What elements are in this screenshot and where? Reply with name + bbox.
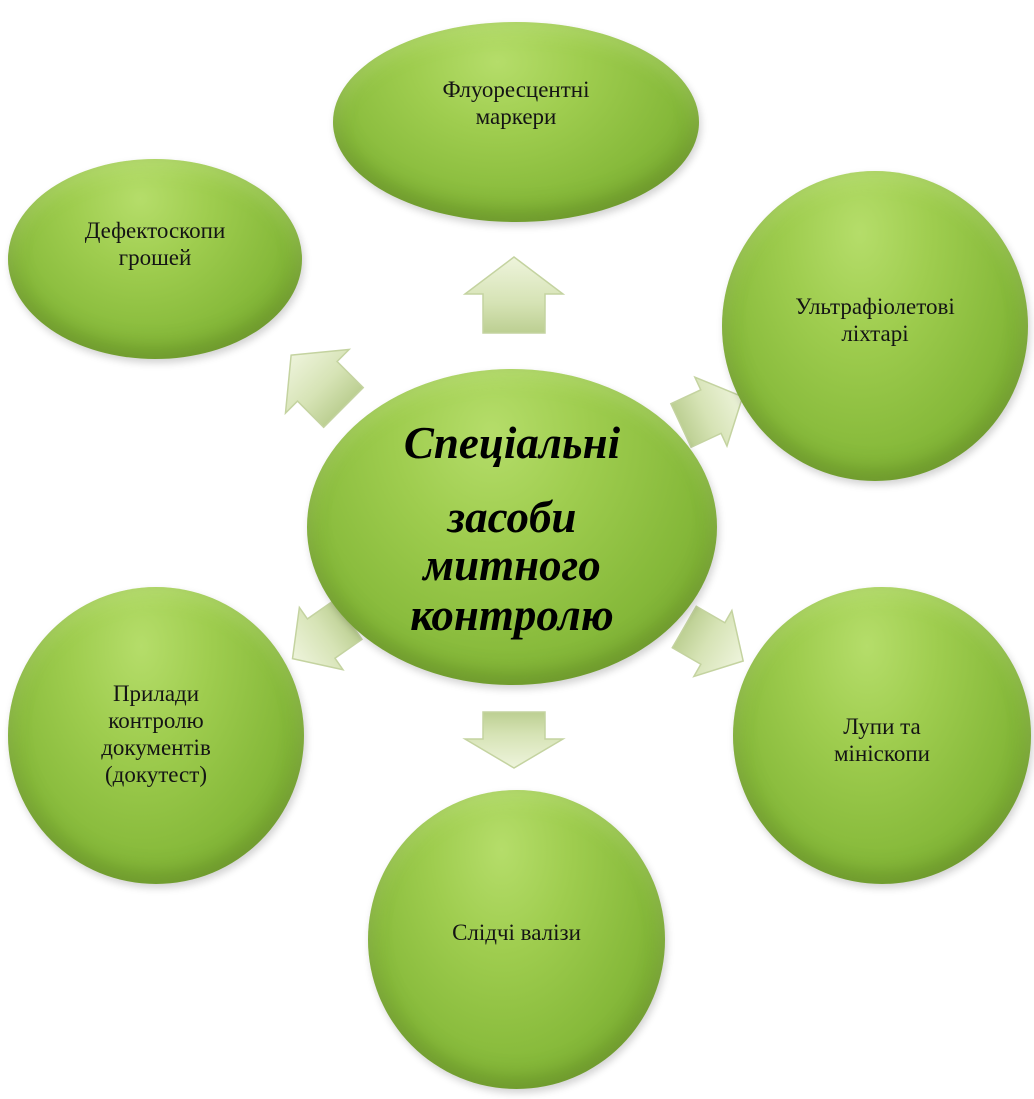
node-uv-flashlights: Ультрафіолетові ліхтарі	[722, 171, 1028, 481]
arrow-to-cases	[462, 711, 566, 769]
central-node: Спеціальні засоби митного контролю	[307, 369, 717, 685]
node-loupes-miniscopes: Лупи та мініскопи	[733, 587, 1031, 884]
node-label: Лупи та мініскопи	[834, 713, 930, 766]
node-label: Дефектоскопи грошей	[84, 218, 226, 270]
center-title-line-3: митного	[423, 540, 601, 590]
node-document-control-devices: Прилади контролю документів (докутест)	[8, 587, 304, 884]
node-label: Прилади контролю документів (докутест)	[101, 680, 211, 787]
arrow-to-markers	[462, 256, 566, 334]
node-label: Слідчі валізи	[452, 920, 581, 945]
center-title-line-4: контролю	[410, 590, 614, 640]
node-label: Ультрафіолетові ліхтарі	[795, 294, 955, 346]
center-title-line-2: засоби	[447, 492, 577, 542]
node-money-detectors: Дефектоскопи грошей	[8, 159, 302, 359]
node-label: Флуоресцентні маркери	[442, 77, 590, 129]
center-title-line-1: Спеціальні	[403, 418, 621, 468]
node-investigative-cases: Слідчі валізи	[368, 790, 665, 1089]
node-fluorescent-markers: Флуоресцентні маркери	[333, 22, 699, 222]
